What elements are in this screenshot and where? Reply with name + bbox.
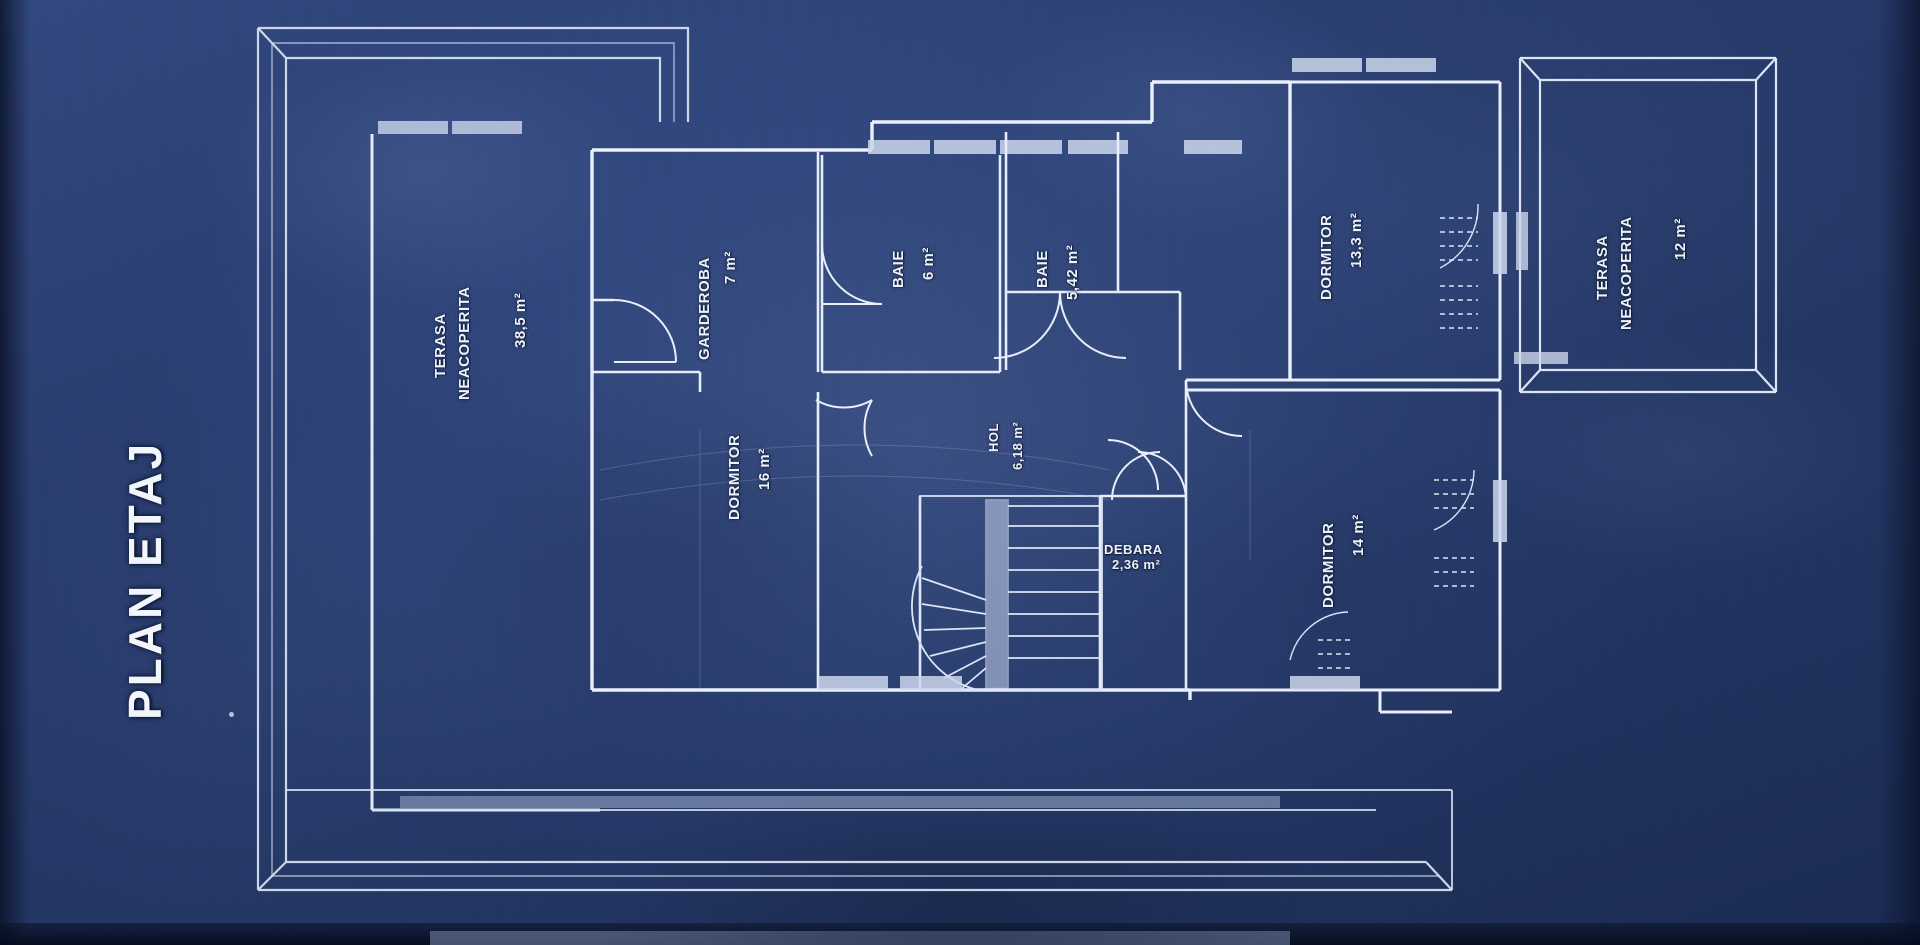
room-name: DORMITOR <box>1320 522 1337 608</box>
room-area: 16 m² <box>756 448 773 490</box>
room-area: 7 m² <box>722 251 739 284</box>
room-area-hol: 6,18 m² <box>1010 422 1025 470</box>
sheet-left-shadow <box>0 0 30 945</box>
room-label-terasa-neacoperita-stanga-2: NEACOPERITA <box>456 286 474 400</box>
room-label-garderoba: GARDEROBA <box>696 257 714 360</box>
room-name-line2: NEACOPERITA <box>456 286 473 400</box>
room-label-terasa-neacoperita-stanga: TERASA <box>432 313 450 378</box>
room-area: 2,36 m² <box>1112 557 1161 573</box>
room-name: TERASA <box>1594 235 1611 300</box>
room-label-hol: HOL <box>986 423 1001 452</box>
room-label-dormitor-16: DORMITOR <box>726 435 744 520</box>
room-label-terasa-neacoperita-dreapta-2: NEACOPERITA <box>1618 216 1636 330</box>
room-name: DEBARA <box>1104 542 1163 557</box>
room-name: DORMITOR <box>726 434 743 520</box>
sheet-bottom-strip <box>430 931 1290 945</box>
room-name: HOL <box>986 423 1001 452</box>
room-area-dormitor-13: 13,3 m² <box>1348 213 1366 268</box>
room-area-dormitor-16: 16 m² <box>756 448 774 490</box>
room-area-terasa-neacoperita-dreapta: 12 m² <box>1672 218 1690 260</box>
room-label-baie-2: BAIE <box>1034 250 1052 288</box>
page-title: PLAN ETAJ <box>119 440 171 720</box>
room-area: 5,42 m² <box>1064 244 1081 300</box>
room-area: 38,5 m² <box>512 292 529 348</box>
room-area-terasa-neacoperita-stanga: 38,5 m² <box>512 293 530 348</box>
sheet-right-shadow <box>1878 0 1920 945</box>
room-area: 12 m² <box>1672 218 1689 260</box>
room-area: 13,3 m² <box>1348 212 1365 268</box>
room-area-dormitor-14: 14 m² <box>1350 514 1368 556</box>
room-name: TERASA <box>432 313 449 378</box>
room-label-dormitor-14: DORMITOR <box>1320 523 1338 608</box>
room-area-baie-2: 5,42 m² <box>1064 245 1082 300</box>
room-area: 6,18 m² <box>1010 421 1025 470</box>
room-area-baie-1: 6 m² <box>920 247 938 280</box>
room-label-dormitor-13: DORMITOR <box>1318 215 1336 300</box>
room-area: 14 m² <box>1350 514 1367 556</box>
room-area: 6 m² <box>920 247 937 280</box>
sheet-speck <box>229 712 234 717</box>
room-label-baie-1: BAIE <box>890 250 908 288</box>
room-label-terasa-neacoperita-dreapta: TERASA <box>1594 235 1612 300</box>
room-name: GARDEROBA <box>696 257 713 360</box>
room-name-line2: NEACOPERITA <box>1618 216 1635 330</box>
room-name: BAIE <box>890 250 907 288</box>
room-name: BAIE <box>1034 250 1051 288</box>
room-name: DORMITOR <box>1318 214 1335 300</box>
room-area-garderoba: 7 m² <box>722 251 740 284</box>
room-label-debara: DEBARA 2,36 m² <box>1104 542 1163 573</box>
